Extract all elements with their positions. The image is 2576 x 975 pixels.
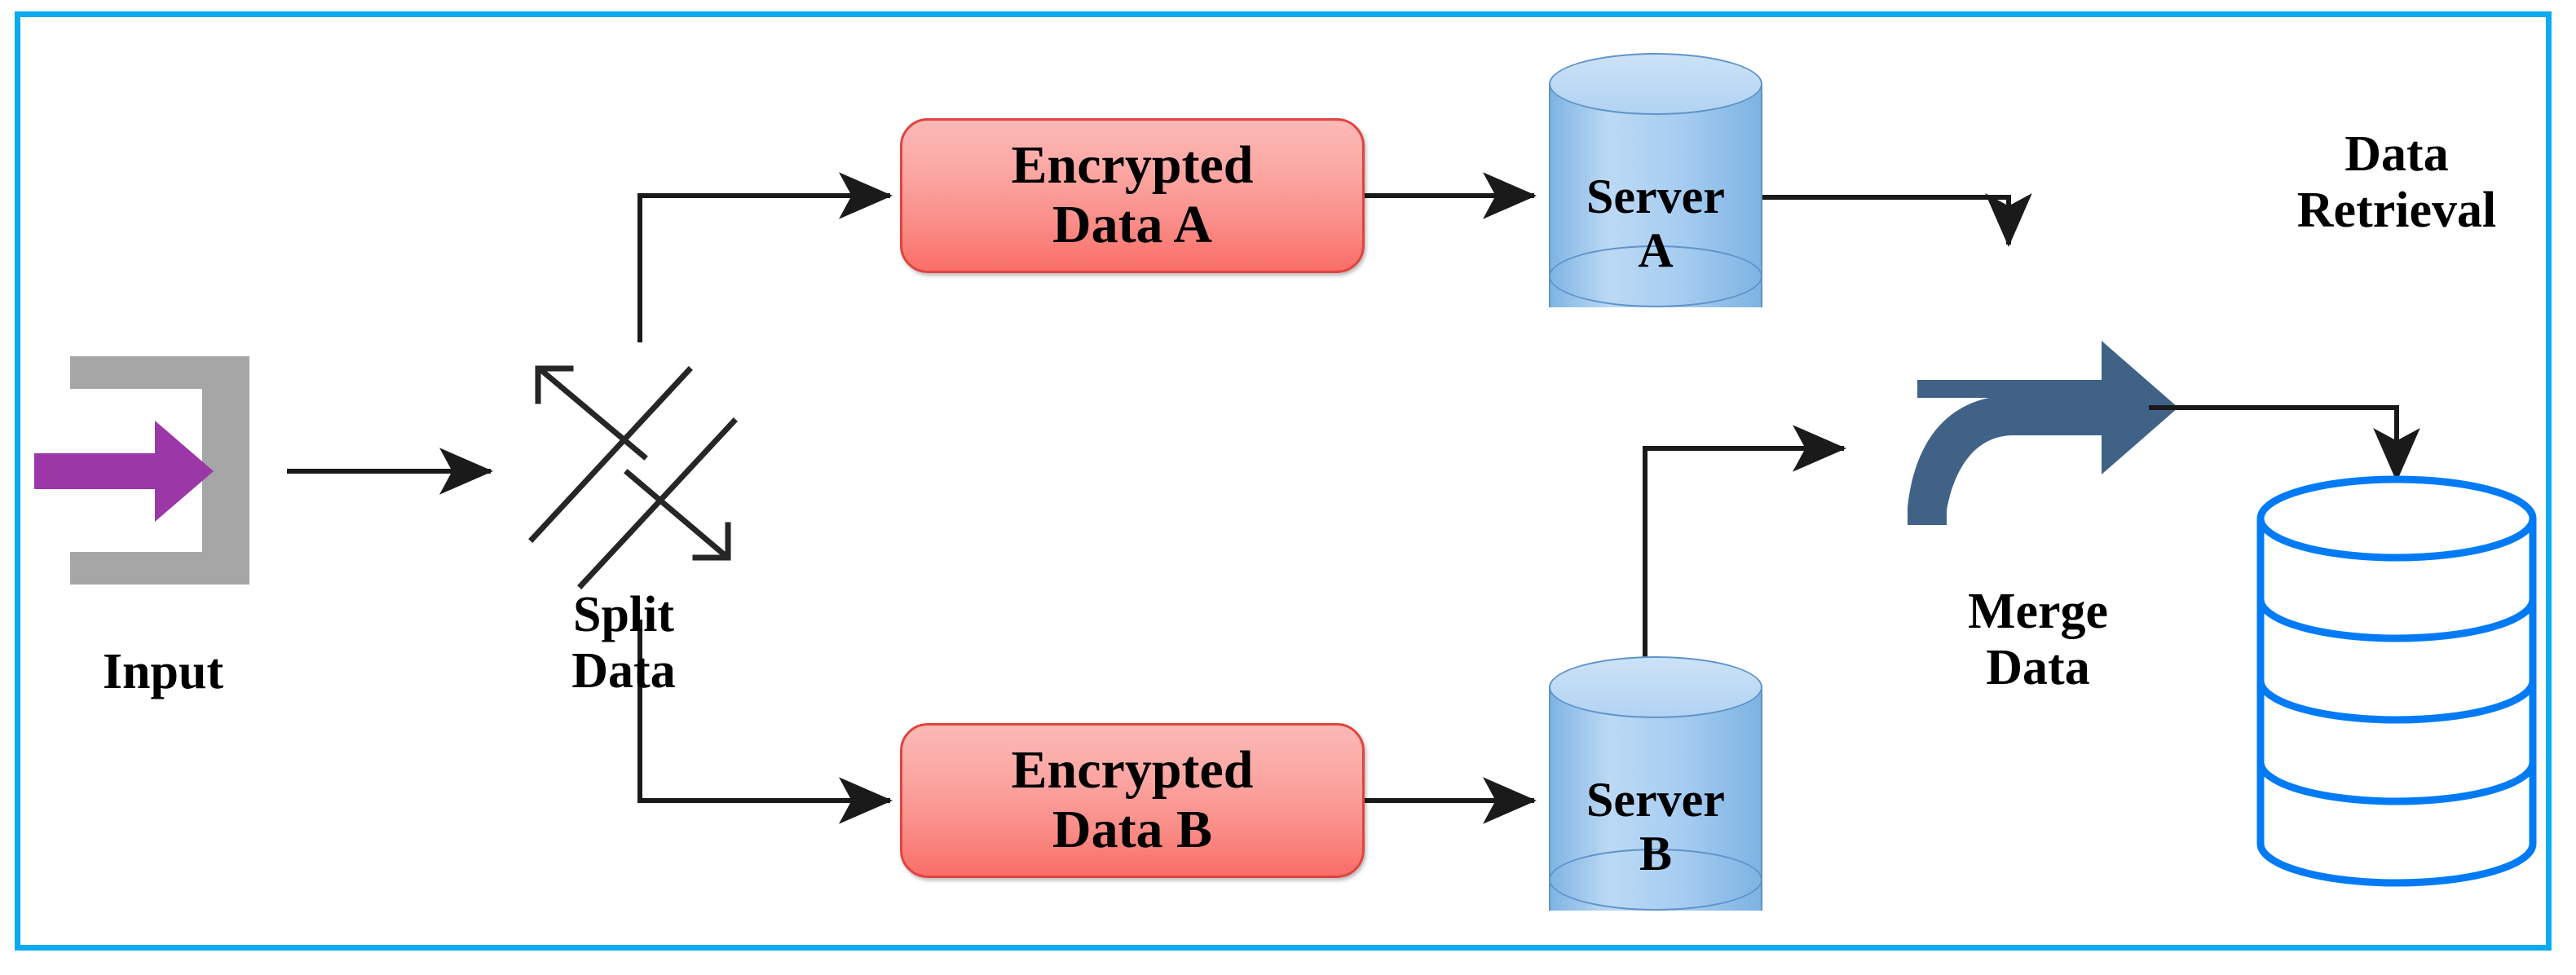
data-retrieval-label: Data Retrieval <box>2296 126 2497 239</box>
server-b-cylinder[interactable]: Server B <box>1549 656 1762 942</box>
server-a-bottom-ellipse <box>1549 245 1762 307</box>
encrypted-data-b-label: Encrypted Data B <box>1011 740 1254 859</box>
input-label: Input <box>102 644 224 699</box>
merge-data-label: Merge Data <box>1967 584 2109 696</box>
split-data-label: Split Data <box>571 587 676 699</box>
encrypted-data-b-box[interactable]: Encrypted Data B <box>900 723 1365 878</box>
server-b-label: Server B <box>1586 773 1725 880</box>
server-a-cylinder[interactable]: Server A <box>1549 53 1762 338</box>
server-b-bottom-ellipse <box>1549 849 1762 911</box>
encrypted-data-a-label: Encrypted Data A <box>1011 135 1254 254</box>
encrypted-data-a-box[interactable]: Encrypted Data A <box>900 118 1365 273</box>
server-a-label: Server A <box>1586 170 1725 277</box>
server-a-top-ellipse <box>1549 53 1762 115</box>
server-b-top-ellipse <box>1549 656 1762 718</box>
